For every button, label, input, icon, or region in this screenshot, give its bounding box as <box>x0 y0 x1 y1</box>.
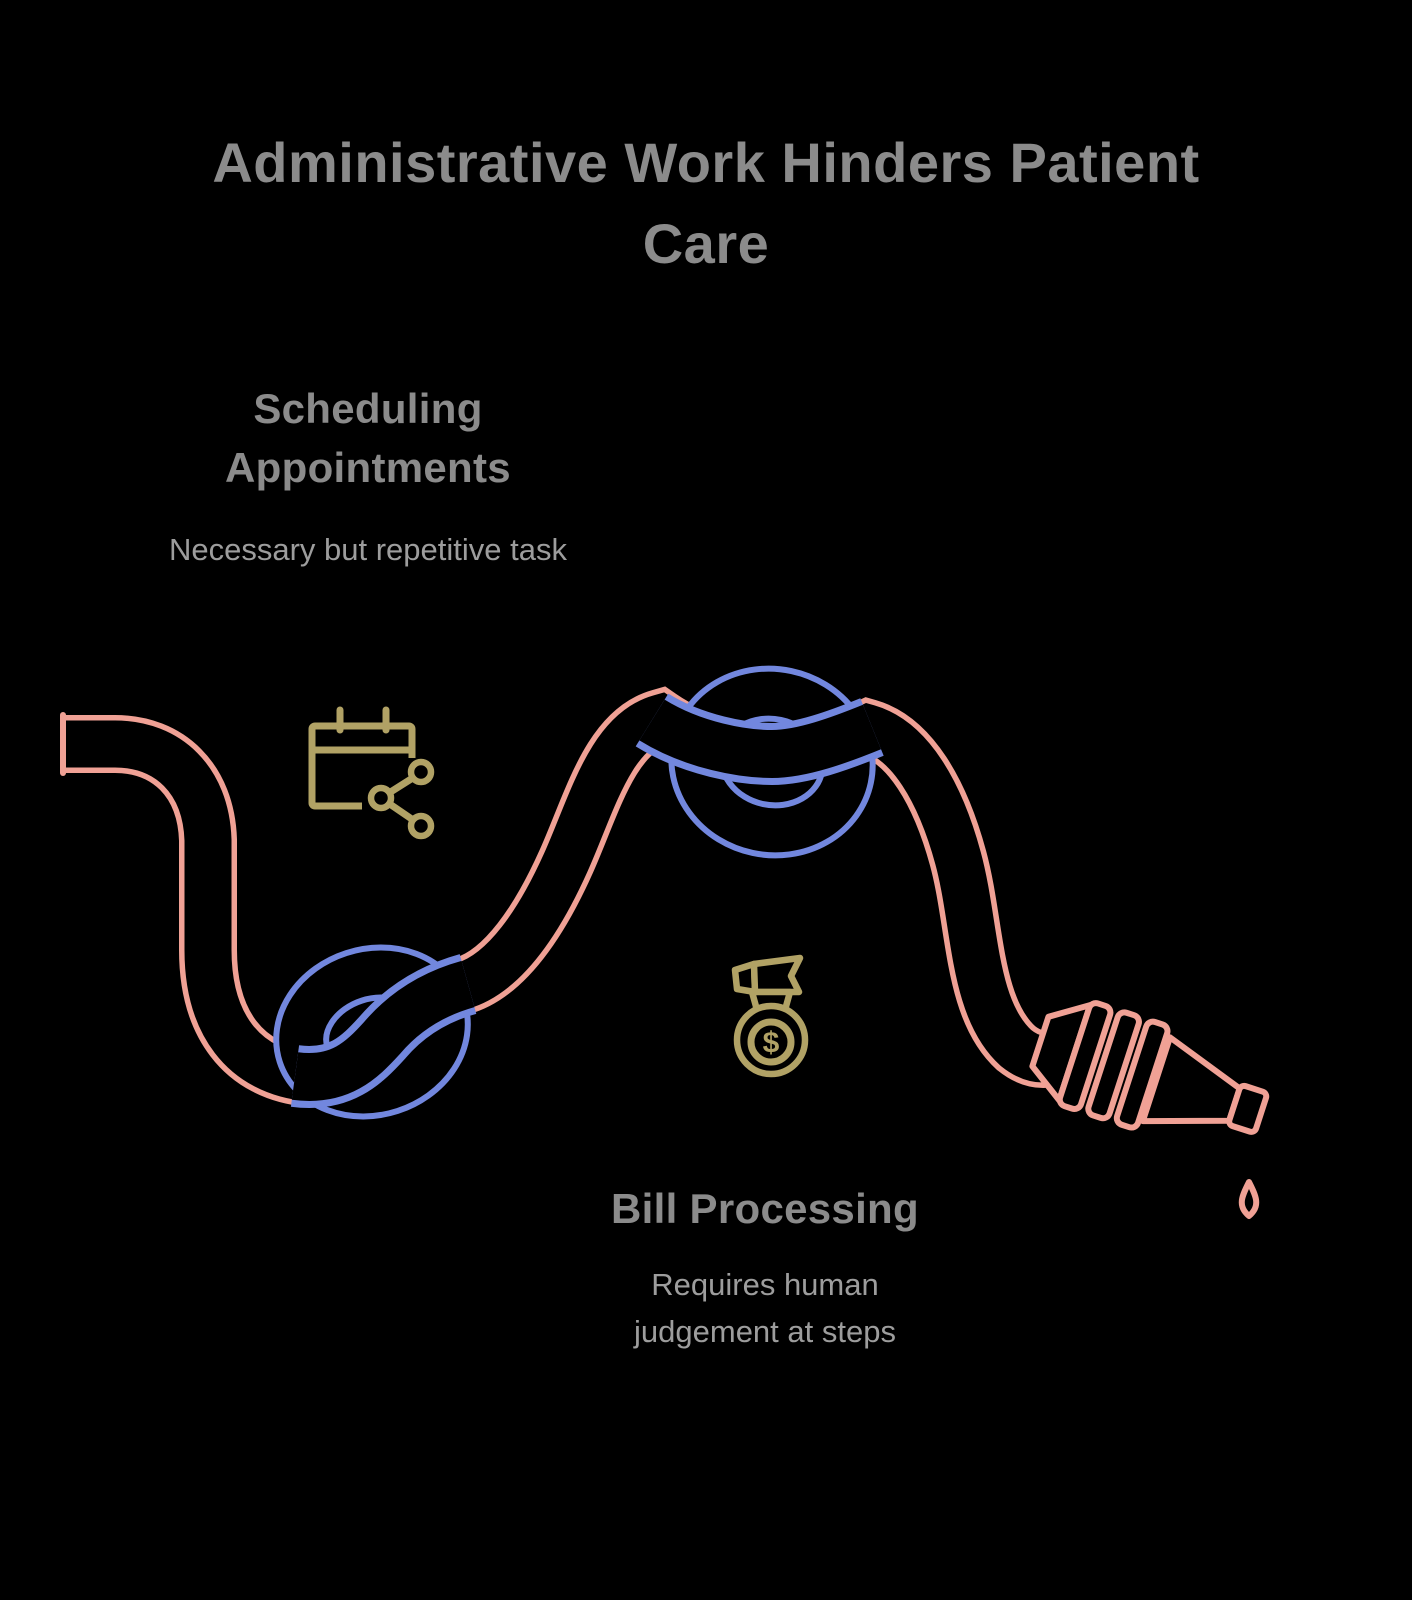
hose-path-fill <box>64 692 1078 1102</box>
water-drop-icon <box>1238 1179 1260 1219</box>
scheduling-description: Necessary but repetitive task <box>168 532 567 567</box>
billing-description: Requires human judgement at steps <box>634 1267 896 1349</box>
nozzle-tip <box>1226 1082 1270 1135</box>
money-bag-ribbon-flag <box>750 954 804 996</box>
nozzle-ring-1 <box>1056 1000 1114 1112</box>
dollar-sign: $ <box>763 1027 780 1060</box>
share-icon <box>367 758 435 840</box>
share-node-top <box>407 758 435 786</box>
money-coin-circle <box>747 1018 795 1066</box>
scheduling-heading: Scheduling Appointments <box>225 385 511 491</box>
billing-heading: Bill Processing <box>611 1185 919 1232</box>
page-title: Administrative Work Hinders Patient Care <box>0 122 1412 284</box>
share-node-left <box>367 784 395 812</box>
knot-2-through-fill <box>639 699 882 779</box>
hose-tube <box>60 686 1081 1108</box>
knot-2 <box>635 665 884 859</box>
hose-nozzle <box>1029 1000 1270 1135</box>
money-bag-icon: $ <box>731 954 809 1078</box>
share-node-bottom <box>407 812 435 840</box>
calendar-share-icon <box>308 706 436 840</box>
page-title-line-1: Administrative Work Hinders Patient <box>212 131 1200 194</box>
page-title-line-2: Care <box>642 212 770 276</box>
knot-1-through-fill <box>291 960 475 1101</box>
knot-1 <box>273 944 477 1120</box>
nozzle-ring-3 <box>1113 1018 1171 1131</box>
nozzle-ring-2 <box>1085 1009 1142 1122</box>
